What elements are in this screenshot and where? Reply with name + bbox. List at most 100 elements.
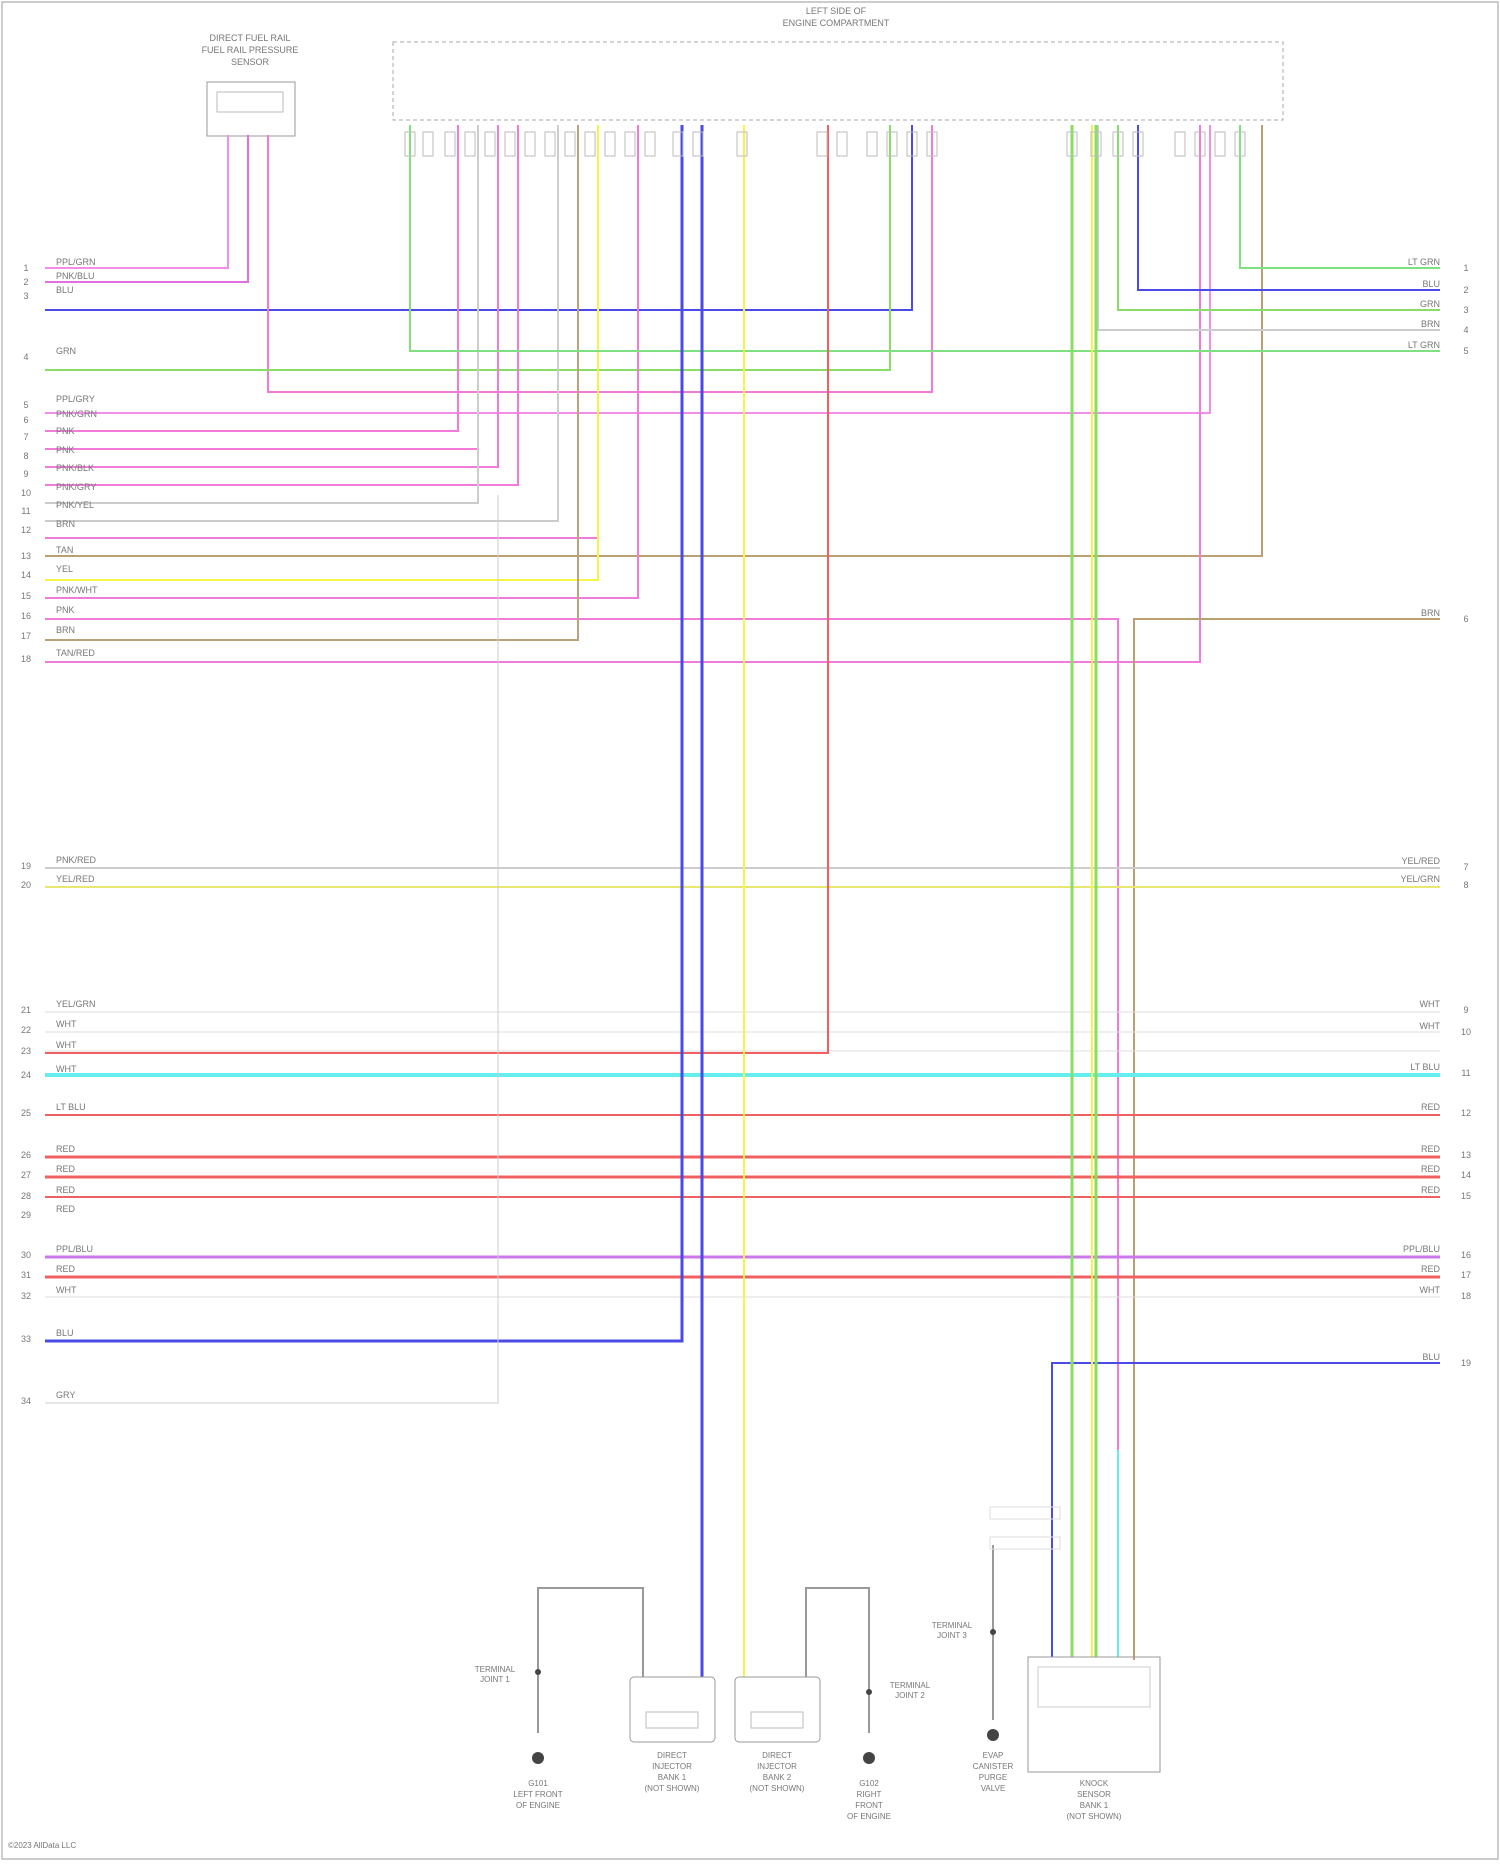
wire-5 — [45, 125, 890, 370]
wire-23 — [1118, 125, 1440, 310]
connector-pin-13 — [645, 132, 655, 156]
left-pin-31: 31 — [21, 1270, 31, 1280]
left-pin-26: 26 — [21, 1150, 31, 1160]
svg-text:OF ENGINE: OF ENGINE — [847, 1812, 891, 1821]
svg-text:EVAP: EVAP — [983, 1751, 1004, 1760]
left-wire-label-33: BLU — [56, 1328, 74, 1338]
wire-43 — [45, 495, 498, 1403]
ground-wire-right — [806, 1588, 869, 1733]
caption-evap: EVAP CANISTER PURGE VALVE — [973, 1751, 1014, 1793]
right-wire-label-15: RED — [1421, 1185, 1441, 1195]
splice-sub-1: JOINT 1 — [480, 1675, 510, 1684]
splice-dot-2 — [866, 1689, 872, 1695]
fuel-rail-sensor — [207, 82, 295, 136]
right-pin-3: 3 — [1463, 305, 1468, 315]
left-pin-3: 3 — [23, 291, 28, 301]
svg-text:PURGE: PURGE — [979, 1773, 1007, 1782]
wire-1 — [45, 135, 228, 268]
left-pin-32: 32 — [21, 1291, 31, 1301]
wire-21 — [1240, 125, 1440, 268]
left-pin-22: 22 — [21, 1025, 31, 1035]
svg-text:VALVE: VALVE — [981, 1784, 1006, 1793]
svg-text:SENSOR: SENSOR — [1077, 1790, 1111, 1799]
ground-symbol-g101 — [532, 1752, 544, 1764]
svg-text:(NOT SHOWN): (NOT SHOWN) — [1067, 1812, 1122, 1821]
sensor-title-1: DIRECT FUEL RAIL — [209, 33, 290, 43]
right-pin-6: 6 — [1463, 614, 1468, 624]
caption-g101: G101 LEFT FRONT OF ENGINE — [513, 1779, 562, 1810]
annotation-box-1 — [990, 1507, 1060, 1519]
connector-pin-12 — [625, 132, 635, 156]
connector-pin-8 — [545, 132, 555, 156]
right-pin-11: 11 — [1461, 1068, 1470, 1078]
injector-right-body — [751, 1712, 803, 1728]
left-pin-27: 27 — [21, 1170, 31, 1180]
right-wire-label-7: YEL/RED — [1401, 856, 1440, 866]
splice-sub-2: JOINT 2 — [895, 1691, 925, 1700]
svg-text:OF ENGINE: OF ENGINE — [516, 1801, 560, 1810]
left-pin-2: 2 — [23, 277, 28, 287]
connector-pin-3 — [445, 132, 455, 156]
wire-25 — [410, 125, 1440, 351]
right-wire-label-16: PPL/BLU — [1403, 1244, 1440, 1254]
injector-left — [630, 1677, 715, 1742]
connector-pin-5 — [485, 132, 495, 156]
connector-pin-11 — [605, 132, 615, 156]
left-pin-18: 18 — [21, 654, 31, 664]
connector-pin-10 — [585, 132, 595, 156]
sensor-title-3: SENSOR — [231, 57, 270, 67]
left-wire-label-12: BRN — [56, 519, 75, 529]
right-wire-label-17: RED — [1421, 1264, 1441, 1274]
svg-text:FRONT: FRONT — [855, 1801, 883, 1810]
right-wire-label-3: GRN — [1420, 299, 1440, 309]
right-pin-12: 12 — [1461, 1108, 1471, 1118]
left-wire-label-5: PPL/GRY — [56, 394, 95, 404]
left-wire-label-17: BRN — [56, 625, 75, 635]
right-wire-label-6: BRN — [1421, 608, 1440, 618]
wire-16 — [45, 125, 638, 598]
left-wire-label-27: RED — [56, 1164, 76, 1174]
connector-pin-9 — [565, 132, 575, 156]
right-pin-5: 5 — [1463, 346, 1468, 356]
wire-31 — [45, 125, 828, 1053]
connector-pin-29 — [1215, 132, 1225, 156]
wire-label-group: 1PPL/GRN2PNK/BLU3BLU4GRN5PPL/GRY6PNK/GRN… — [21, 257, 1471, 1406]
injector-right — [735, 1677, 820, 1742]
left-wire-label-19: PNK/RED — [56, 855, 97, 865]
right-wire-label-8: YEL/GRN — [1400, 874, 1440, 884]
right-pin-16: 16 — [1461, 1250, 1471, 1260]
wire-24 — [1098, 125, 1440, 330]
splice-label-3: TERMINAL — [932, 1621, 973, 1630]
connector-title-2: ENGINE COMPARTMENT — [783, 18, 890, 28]
right-wire-label-10: WHT — [1420, 1021, 1441, 1031]
svg-text:(NOT SHOWN): (NOT SHOWN) — [750, 1784, 805, 1793]
right-pin-8: 8 — [1463, 880, 1468, 890]
wire-17 — [45, 619, 1118, 1620]
right-pin-19: 19 — [1461, 1358, 1471, 1368]
injector-left-body — [646, 1712, 698, 1728]
svg-text:RIGHT: RIGHT — [857, 1790, 882, 1799]
left-pin-1: 1 — [23, 263, 28, 273]
left-wire-label-8: PNK — [56, 445, 75, 455]
caption-knock-sensor: KNOCK SENSOR BANK 1 (NOT SHOWN) — [1067, 1779, 1122, 1821]
left-wire-label-21: YEL/GRN — [56, 999, 96, 1009]
svg-text:INJECTOR: INJECTOR — [757, 1762, 797, 1771]
fuel-rail-sensor-plug — [217, 92, 283, 112]
left-pin-5: 5 — [23, 400, 28, 410]
connector-pin-2 — [423, 132, 433, 156]
svg-text:DIRECT: DIRECT — [657, 1751, 687, 1760]
left-wire-label-13: TAN — [56, 545, 73, 555]
wire-19 — [45, 125, 1200, 662]
left-wire-label-6: PNK/GRN — [56, 409, 97, 419]
right-pin-9: 9 — [1463, 1005, 1468, 1015]
connector-title-1: LEFT SIDE OF — [806, 6, 867, 16]
wire-13 — [45, 125, 598, 538]
left-wire-label-22: WHT — [56, 1019, 77, 1029]
ground-symbol-g102 — [863, 1752, 875, 1764]
left-wire-label-26: RED — [56, 1144, 76, 1154]
left-pin-4: 4 — [23, 352, 28, 362]
left-pin-17: 17 — [21, 631, 31, 641]
svg-text:BANK 1: BANK 1 — [1080, 1801, 1109, 1810]
